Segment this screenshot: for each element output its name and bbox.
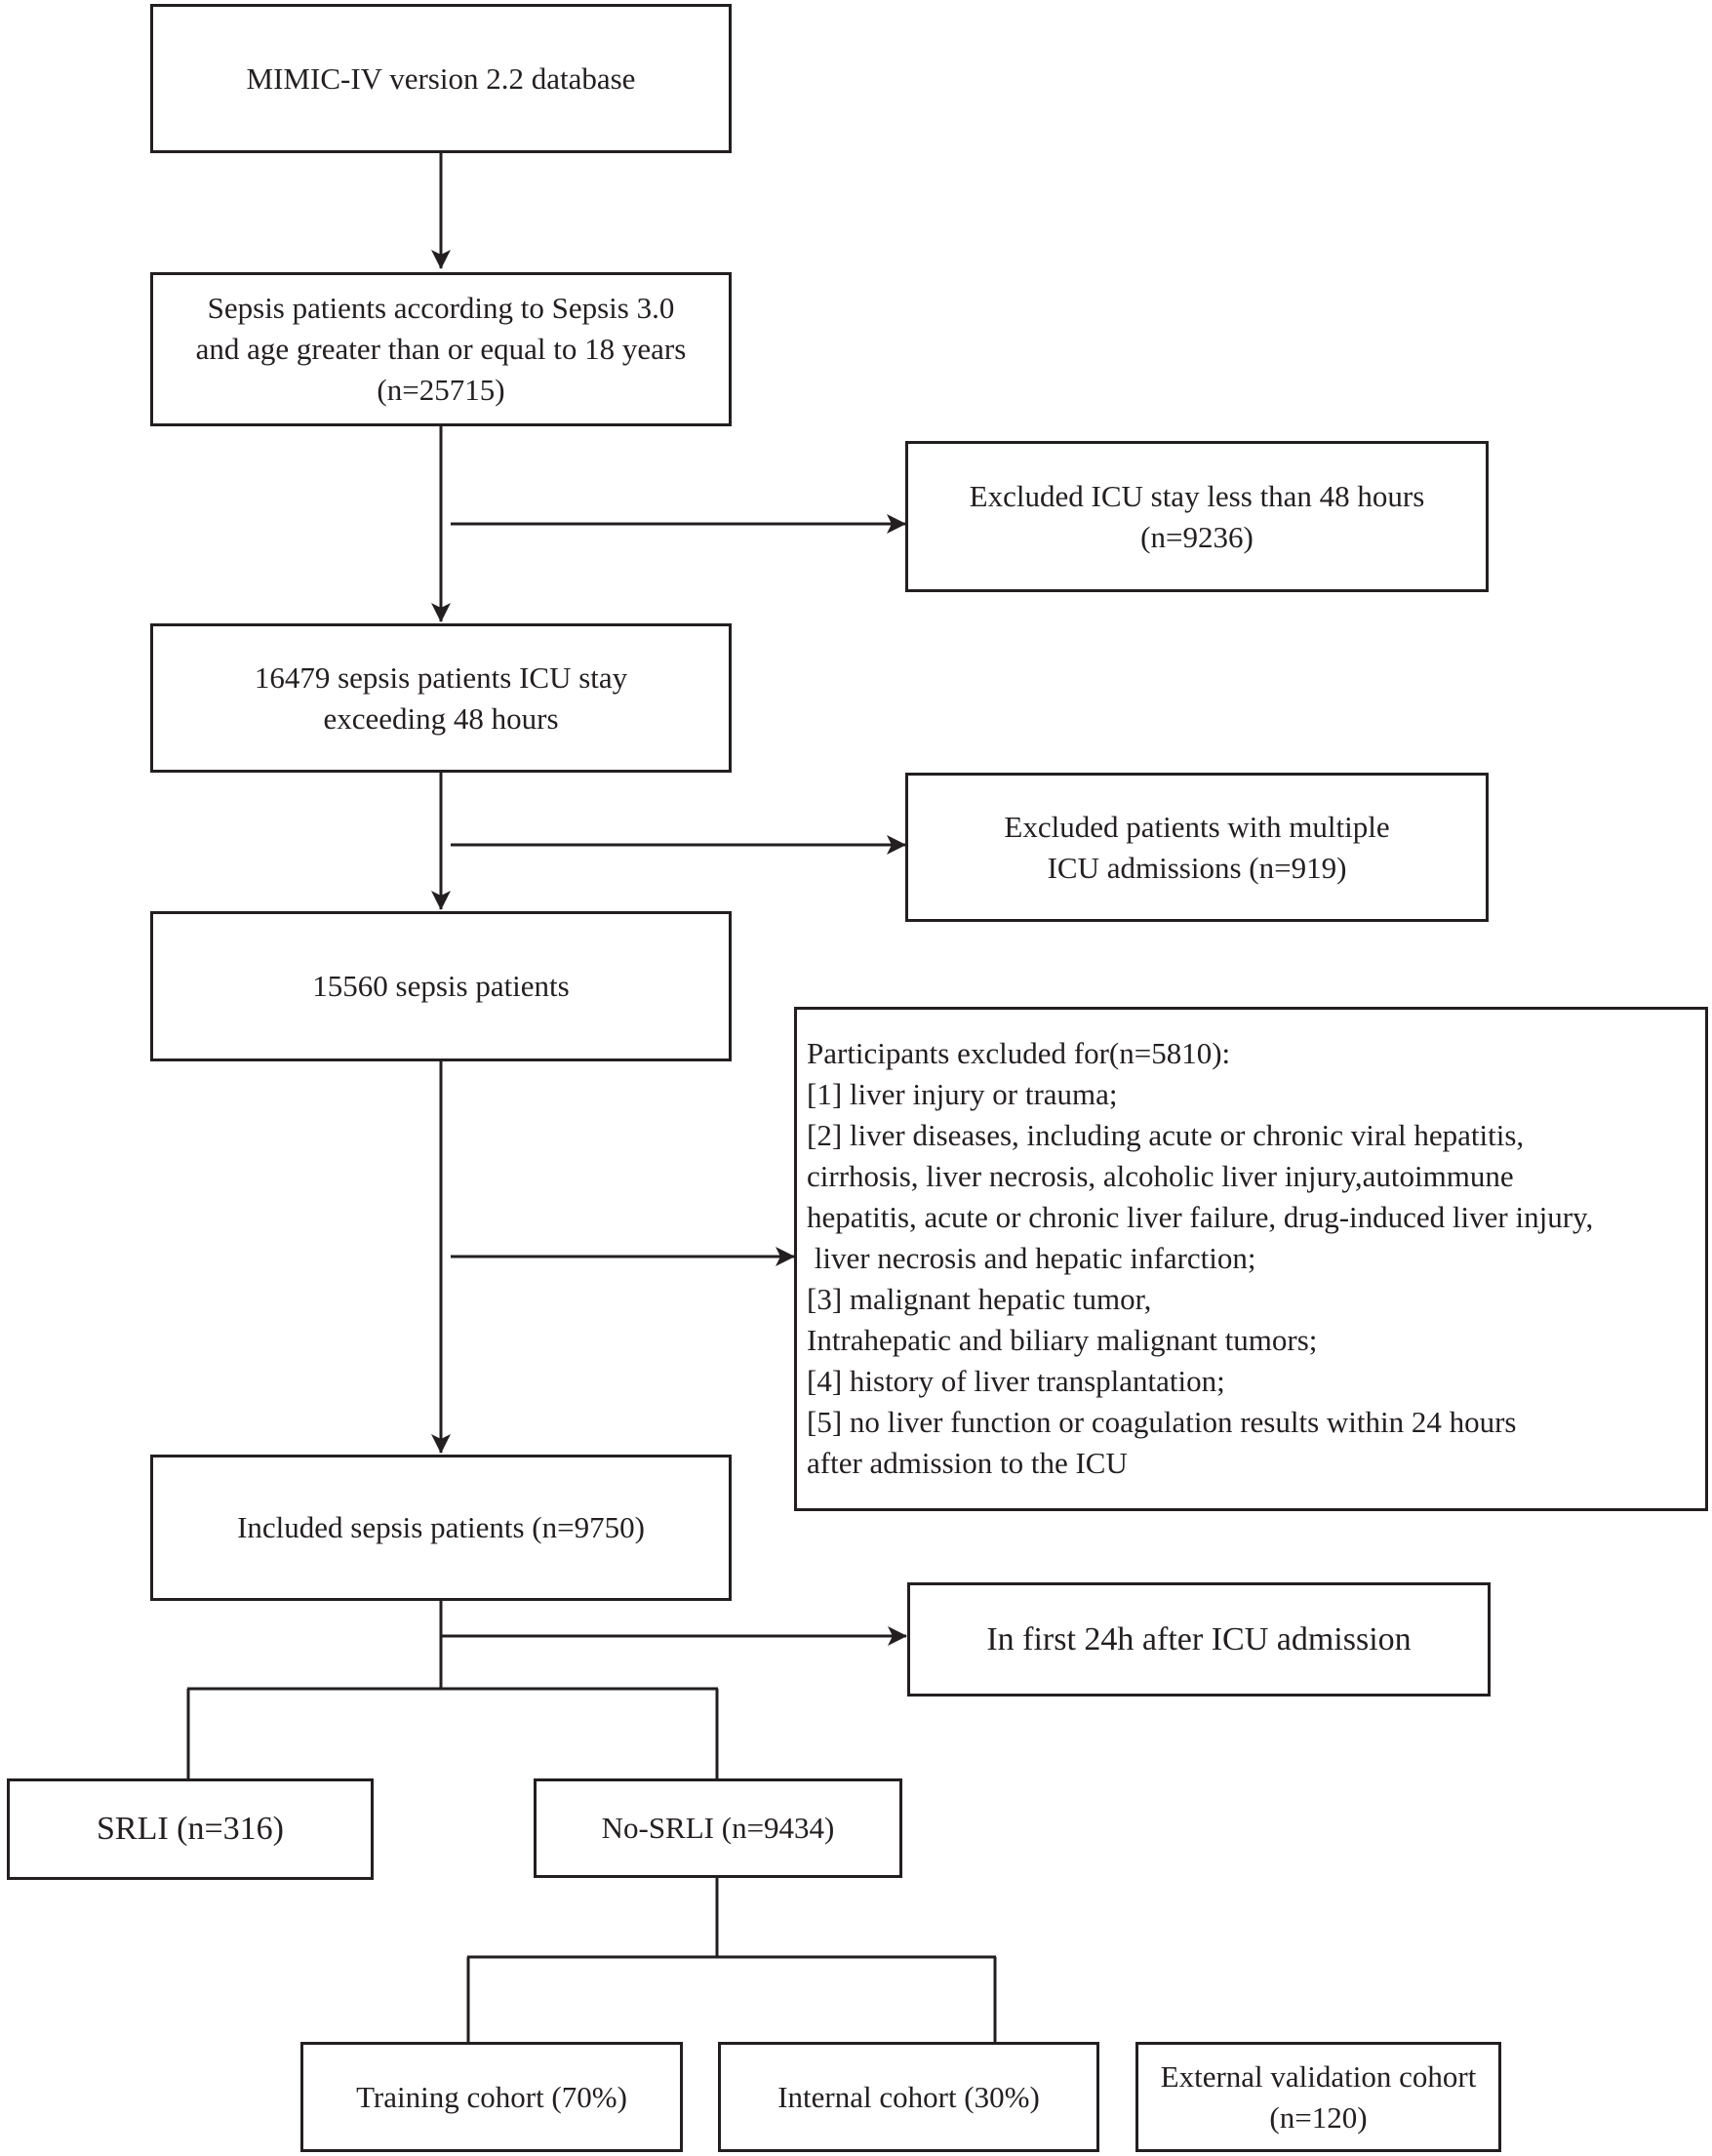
box-text-line: Training cohort (70%) <box>356 2079 627 2114</box>
box-text-line: External validation cohort <box>1160 2058 1477 2094</box>
box-text-line: ICU admissions (n=919) <box>1047 850 1347 885</box>
box-text-line: liver necrosis and hepatic infarction; <box>807 1241 1256 1275</box>
box-text-line: Intrahepatic and biliary malignant tumor… <box>807 1323 1318 1357</box>
no-srli-box: No-SRLI (n=9434) <box>534 1778 902 1878</box>
box-text-line: 16479 sepsis patients ICU stay <box>254 659 628 695</box>
box-text-line: (n=25715) <box>377 373 505 407</box>
box-text-line: exceeding 48 hours <box>323 700 559 736</box>
sepsis-15560-box: 15560 sepsis patients <box>150 911 732 1061</box>
box-text-line: In first 24h after ICU admission <box>986 1620 1412 1657</box>
database-box: MIMIC-IV version 2.2 database <box>150 4 732 153</box>
first-24h-box: In first 24h after ICU admission <box>907 1582 1491 1697</box>
training-cohort-box: Training cohort (70%) <box>300 2042 683 2152</box>
box-text-line: Excluded ICU stay less than 48 hours <box>969 478 1425 513</box>
box-text-line: [1] liver injury or trauma; <box>807 1077 1118 1111</box>
box-text-line: Internal cohort (30%) <box>777 2079 1040 2114</box>
box-text-line: cirrhosis, liver necrosis, alcoholic liv… <box>807 1159 1514 1193</box>
external-validation-box: External validation cohort (n=120) <box>1135 2042 1501 2152</box>
box-text-line: 15560 sepsis patients <box>312 969 570 1003</box>
box-text-line: [4] history of liver transplantation; <box>807 1364 1225 1398</box>
box-text-line: hepatitis, acute or chronic liver failur… <box>807 1200 1594 1234</box>
box-text-line: after admission to the ICU <box>807 1446 1128 1480</box>
sepsis-patients-box: Sepsis patients according to Sepsis 3.0 a… <box>150 272 732 426</box>
box-text-line: (n=120) <box>1269 2099 1368 2135</box>
box-text-line: (n=9236) <box>1140 519 1254 554</box>
box-text-line: Sepsis patients according to Sepsis 3.0 <box>207 291 675 325</box>
box-text-line: No-SRLI (n=9434) <box>601 1811 835 1845</box>
exclusion-criteria-box: Participants excluded for(n=5810): [1] li… <box>794 1007 1708 1511</box>
box-text-line: Participants excluded for(n=5810): <box>807 1036 1231 1070</box>
box-text-line: MIMIC-IV version 2.2 database <box>246 60 636 96</box>
included-patients-box: Included sepsis patients (n=9750) <box>150 1455 732 1601</box>
icu-over-48h-box: 16479 sepsis patients ICU stay exceeding … <box>150 623 732 773</box>
box-text-line: Excluded patients with multiple <box>1004 809 1390 844</box>
box-text-line: [2] liver diseases, including acute or c… <box>807 1118 1525 1152</box>
box-text-line: [3] malignant hepatic tumor, <box>807 1282 1152 1316</box>
box-text-line: [5] no liver function or coagulation res… <box>807 1405 1517 1439</box>
internal-cohort-box: Internal cohort (30%) <box>718 2042 1099 2152</box>
box-text-line: Included sepsis patients (n=9750) <box>237 1510 645 1544</box>
box-text-line: and age greater than or equal to 18 year… <box>195 332 687 366</box>
srli-box: SRLI (n=316) <box>7 1778 374 1880</box>
box-text-line: SRLI (n=316) <box>97 1811 284 1847</box>
excluded-icu-stay-box: Excluded ICU stay less than 48 hours (n=9… <box>905 441 1489 592</box>
